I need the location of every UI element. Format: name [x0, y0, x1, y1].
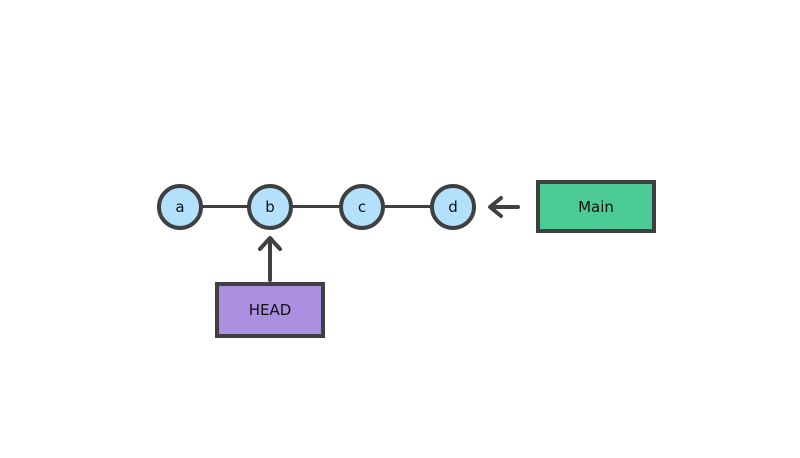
- commit-node-b-label: b: [265, 197, 275, 216]
- main-branch-label: Main: [578, 197, 614, 216]
- arrow-up-icon: [258, 236, 282, 282]
- head-pointer-label: HEAD: [248, 301, 292, 319]
- commit-connector-line: [180, 205, 453, 208]
- commit-node-d-label: d: [448, 197, 458, 216]
- commit-node-a: a: [157, 184, 203, 230]
- commit-node-c: c: [339, 184, 385, 230]
- arrow-left-icon: [488, 196, 520, 218]
- commit-node-b: b: [247, 184, 293, 230]
- commit-node-a-label: a: [175, 197, 185, 216]
- head-pointer-box: HEAD: [215, 282, 325, 338]
- commit-node-d: d: [430, 184, 476, 230]
- commit-node-c-label: c: [357, 197, 367, 216]
- main-branch-box: Main: [536, 180, 656, 233]
